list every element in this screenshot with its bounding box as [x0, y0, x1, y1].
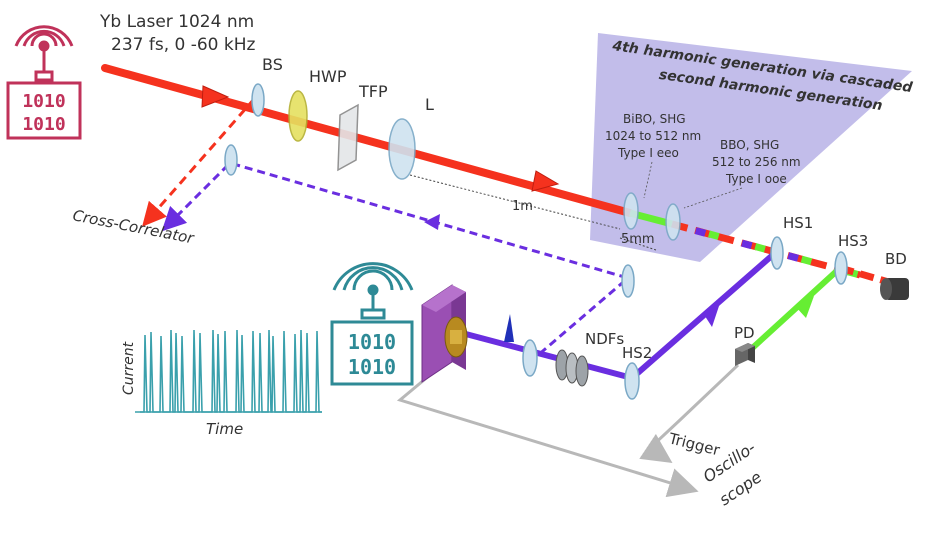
- ndfs-label: NDFs: [585, 330, 624, 348]
- bd-label: BD: [885, 250, 907, 268]
- sample-holder: [421, 284, 468, 383]
- dist-5mm-label: 5mm: [621, 232, 655, 247]
- dist-1m-label: 1m: [512, 199, 533, 214]
- uv-arrow: [703, 303, 720, 327]
- detector-icon-row1: 1010: [348, 330, 396, 354]
- bibo-label-3: Type I eeo: [617, 146, 679, 160]
- bibo-label-2: 1024 to 512 nm: [605, 129, 701, 143]
- hs3-optic: [834, 251, 848, 285]
- bbo-label-2: 512 to 256 nm: [712, 155, 801, 169]
- hwp-optic: [288, 90, 308, 142]
- trigger-label: Trigger: [666, 429, 722, 459]
- pulse-icon: [504, 314, 514, 342]
- bbo-crystal: [665, 203, 681, 241]
- laser-label-1: Yb Laser 1024 nm: [99, 12, 254, 32]
- photodiode: [735, 343, 755, 366]
- lens-label: L: [425, 95, 434, 114]
- bbo-label-1: BBO, SHG: [720, 138, 779, 152]
- tfp-optic: [337, 103, 359, 172]
- bibo-label-1: BiBO, SHG: [623, 112, 686, 126]
- green-arrow: [795, 296, 814, 318]
- bs-label: BS: [262, 55, 283, 74]
- mirror-lower: [621, 264, 635, 298]
- detector-icon: [330, 262, 414, 386]
- uv-dashed-return: [161, 161, 632, 364]
- plot-xlabel: Time: [206, 420, 243, 438]
- pd-label: PD: [734, 324, 755, 342]
- laser-source-icon: [6, 25, 82, 140]
- bs-optic: [251, 83, 265, 117]
- beam-arrow-1: [201, 85, 230, 108]
- beam-arrow-2: [531, 170, 560, 192]
- hs2-optic: [624, 362, 640, 400]
- bibo-crystal: [623, 192, 639, 230]
- detector-icon-row2: 1010: [348, 355, 396, 379]
- tfp-label: TFP: [358, 82, 388, 101]
- signal-line-trigger: [639, 363, 740, 463]
- cross-correlator-label: Cross-Correlator: [71, 206, 196, 247]
- hs1-label: HS1: [783, 214, 813, 232]
- uv-dashed-arrow: [424, 214, 440, 230]
- mirror-upper: [224, 144, 238, 176]
- green-beam: [745, 265, 843, 355]
- laser-icon-row1: 1010: [22, 91, 65, 112]
- hs3-label: HS3: [838, 232, 868, 250]
- laser-icon-row2: 1010: [22, 114, 65, 135]
- hwp-label: HWP: [309, 67, 347, 86]
- current-trace: [140, 329, 322, 413]
- beam-dump: [880, 278, 909, 300]
- bbo-label-3: Type I ooe: [725, 172, 787, 186]
- ir-beam-main: [101, 64, 634, 217]
- signal-line-oscilloscope: [396, 373, 699, 498]
- ir-dashed: [142, 97, 257, 227]
- dist-1m-line: [409, 174, 621, 230]
- hs2-label: HS2: [622, 344, 652, 362]
- plot-ylabel: Current: [121, 341, 137, 395]
- ndf-stack: [555, 349, 589, 387]
- uv-beam-hs1-hs2: [630, 250, 777, 381]
- mixed-beam-green2: [679, 222, 861, 279]
- laser-label-2: 237 fs, 0 -60 kHz: [111, 35, 256, 55]
- pickoff-optic: [522, 339, 538, 377]
- hs1-optic: [770, 236, 784, 270]
- uv-beam-to-sample: [461, 330, 633, 381]
- lens-optic: [388, 118, 416, 180]
